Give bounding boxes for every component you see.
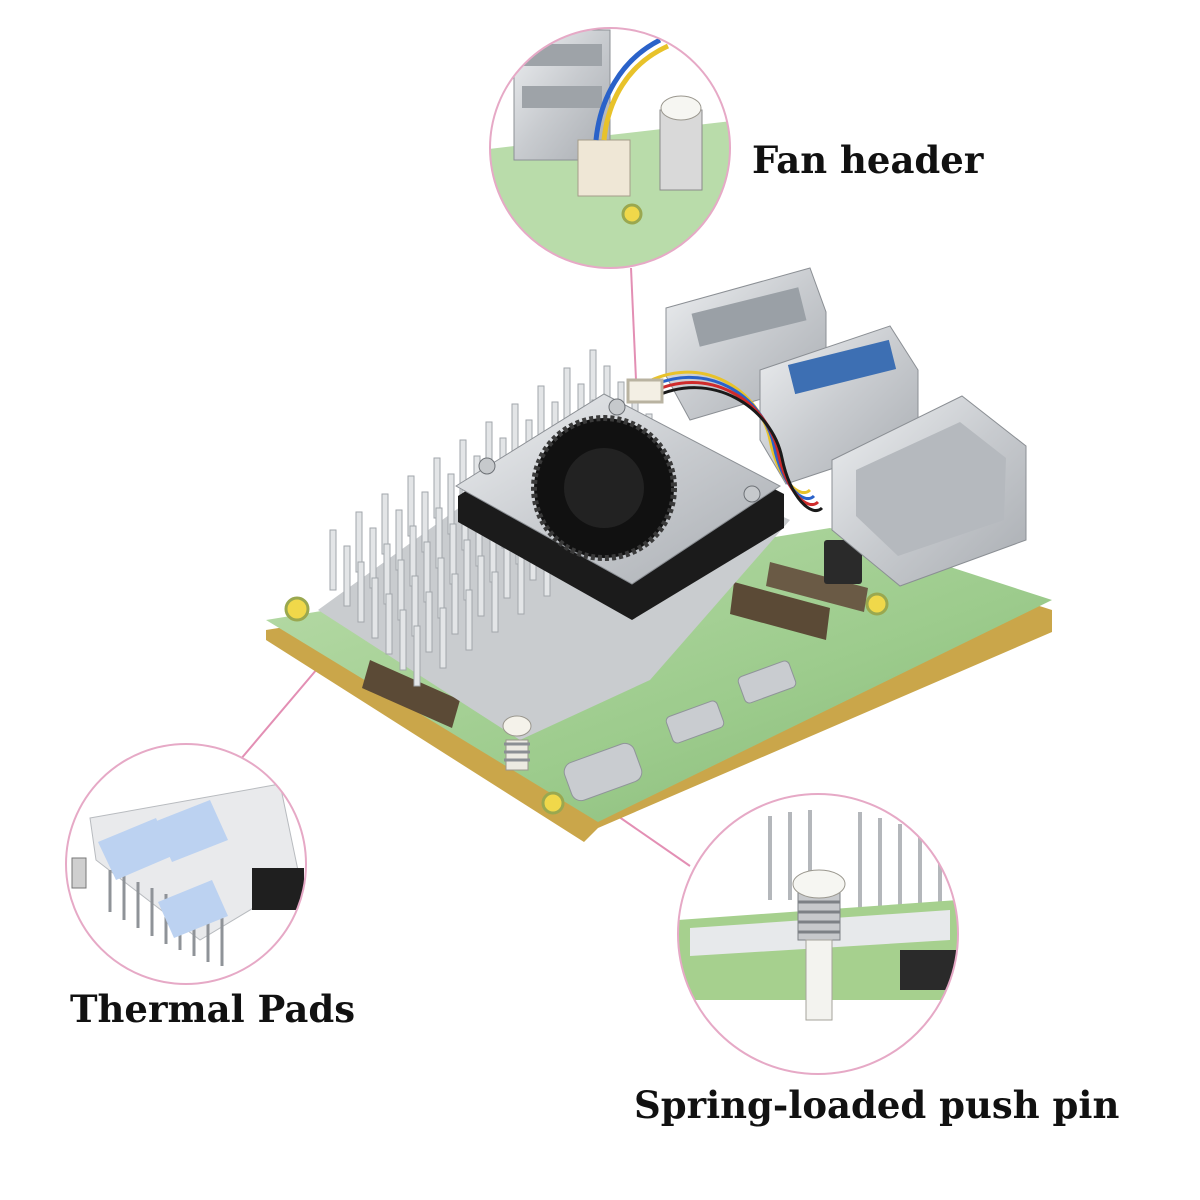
heatsink-fin [329, 529, 337, 591]
screw-icon [608, 398, 626, 416]
heatsink-fin [425, 591, 433, 653]
fan-hub [564, 448, 644, 528]
heatsink-fin [465, 589, 473, 651]
heatsink-fin [343, 545, 351, 607]
heatsink-fin [451, 573, 459, 635]
heatsink-fin [399, 609, 407, 671]
fan-header-closeup [489, 27, 731, 269]
heatsink-fin [517, 553, 525, 615]
thermal-pads-closeup [65, 743, 307, 985]
push-pin-icon [502, 715, 532, 771]
heatsink-fin [439, 607, 447, 669]
fan-header-leader-line [630, 267, 637, 381]
callout-ring [489, 27, 731, 269]
callout-ring [677, 793, 959, 1075]
heatsink-fin [371, 577, 379, 639]
screw-icon [478, 457, 496, 475]
pin-header-icon [824, 540, 862, 584]
usb-c-port-icon [563, 742, 643, 802]
csi-connector [730, 582, 830, 640]
screw-icon [743, 485, 761, 503]
csi-connector [766, 562, 868, 612]
micro-hdmi-port-icon [665, 700, 725, 744]
blower-fan-icon [455, 393, 784, 620]
ethernet-port-icon [831, 395, 1027, 587]
heatsink-fin [357, 561, 365, 623]
mounting-hole-icon [865, 592, 889, 616]
heatsink-fin [491, 571, 499, 633]
thermal-pad [158, 880, 228, 938]
mounting-hole-icon [541, 791, 565, 815]
callout-ring [65, 743, 307, 985]
heatsink-fin [413, 625, 421, 687]
mounting-hole-icon [284, 596, 310, 622]
thermal-pad [154, 800, 228, 862]
display-connector [362, 660, 460, 728]
micro-hdmi-port-icon [737, 660, 797, 704]
fan-cable-icon [626, 370, 824, 512]
fan-header-label: Fan header [752, 138, 984, 182]
push-pin-label: Spring-loaded push pin [634, 1083, 1120, 1127]
heatsink-fin [477, 555, 485, 617]
push-pin-closeup [677, 793, 959, 1075]
ports [665, 267, 1027, 587]
thermal-pads-label: Thermal Pads [70, 987, 356, 1031]
heatsink-fin [385, 593, 393, 655]
thermal-pad [98, 818, 172, 880]
